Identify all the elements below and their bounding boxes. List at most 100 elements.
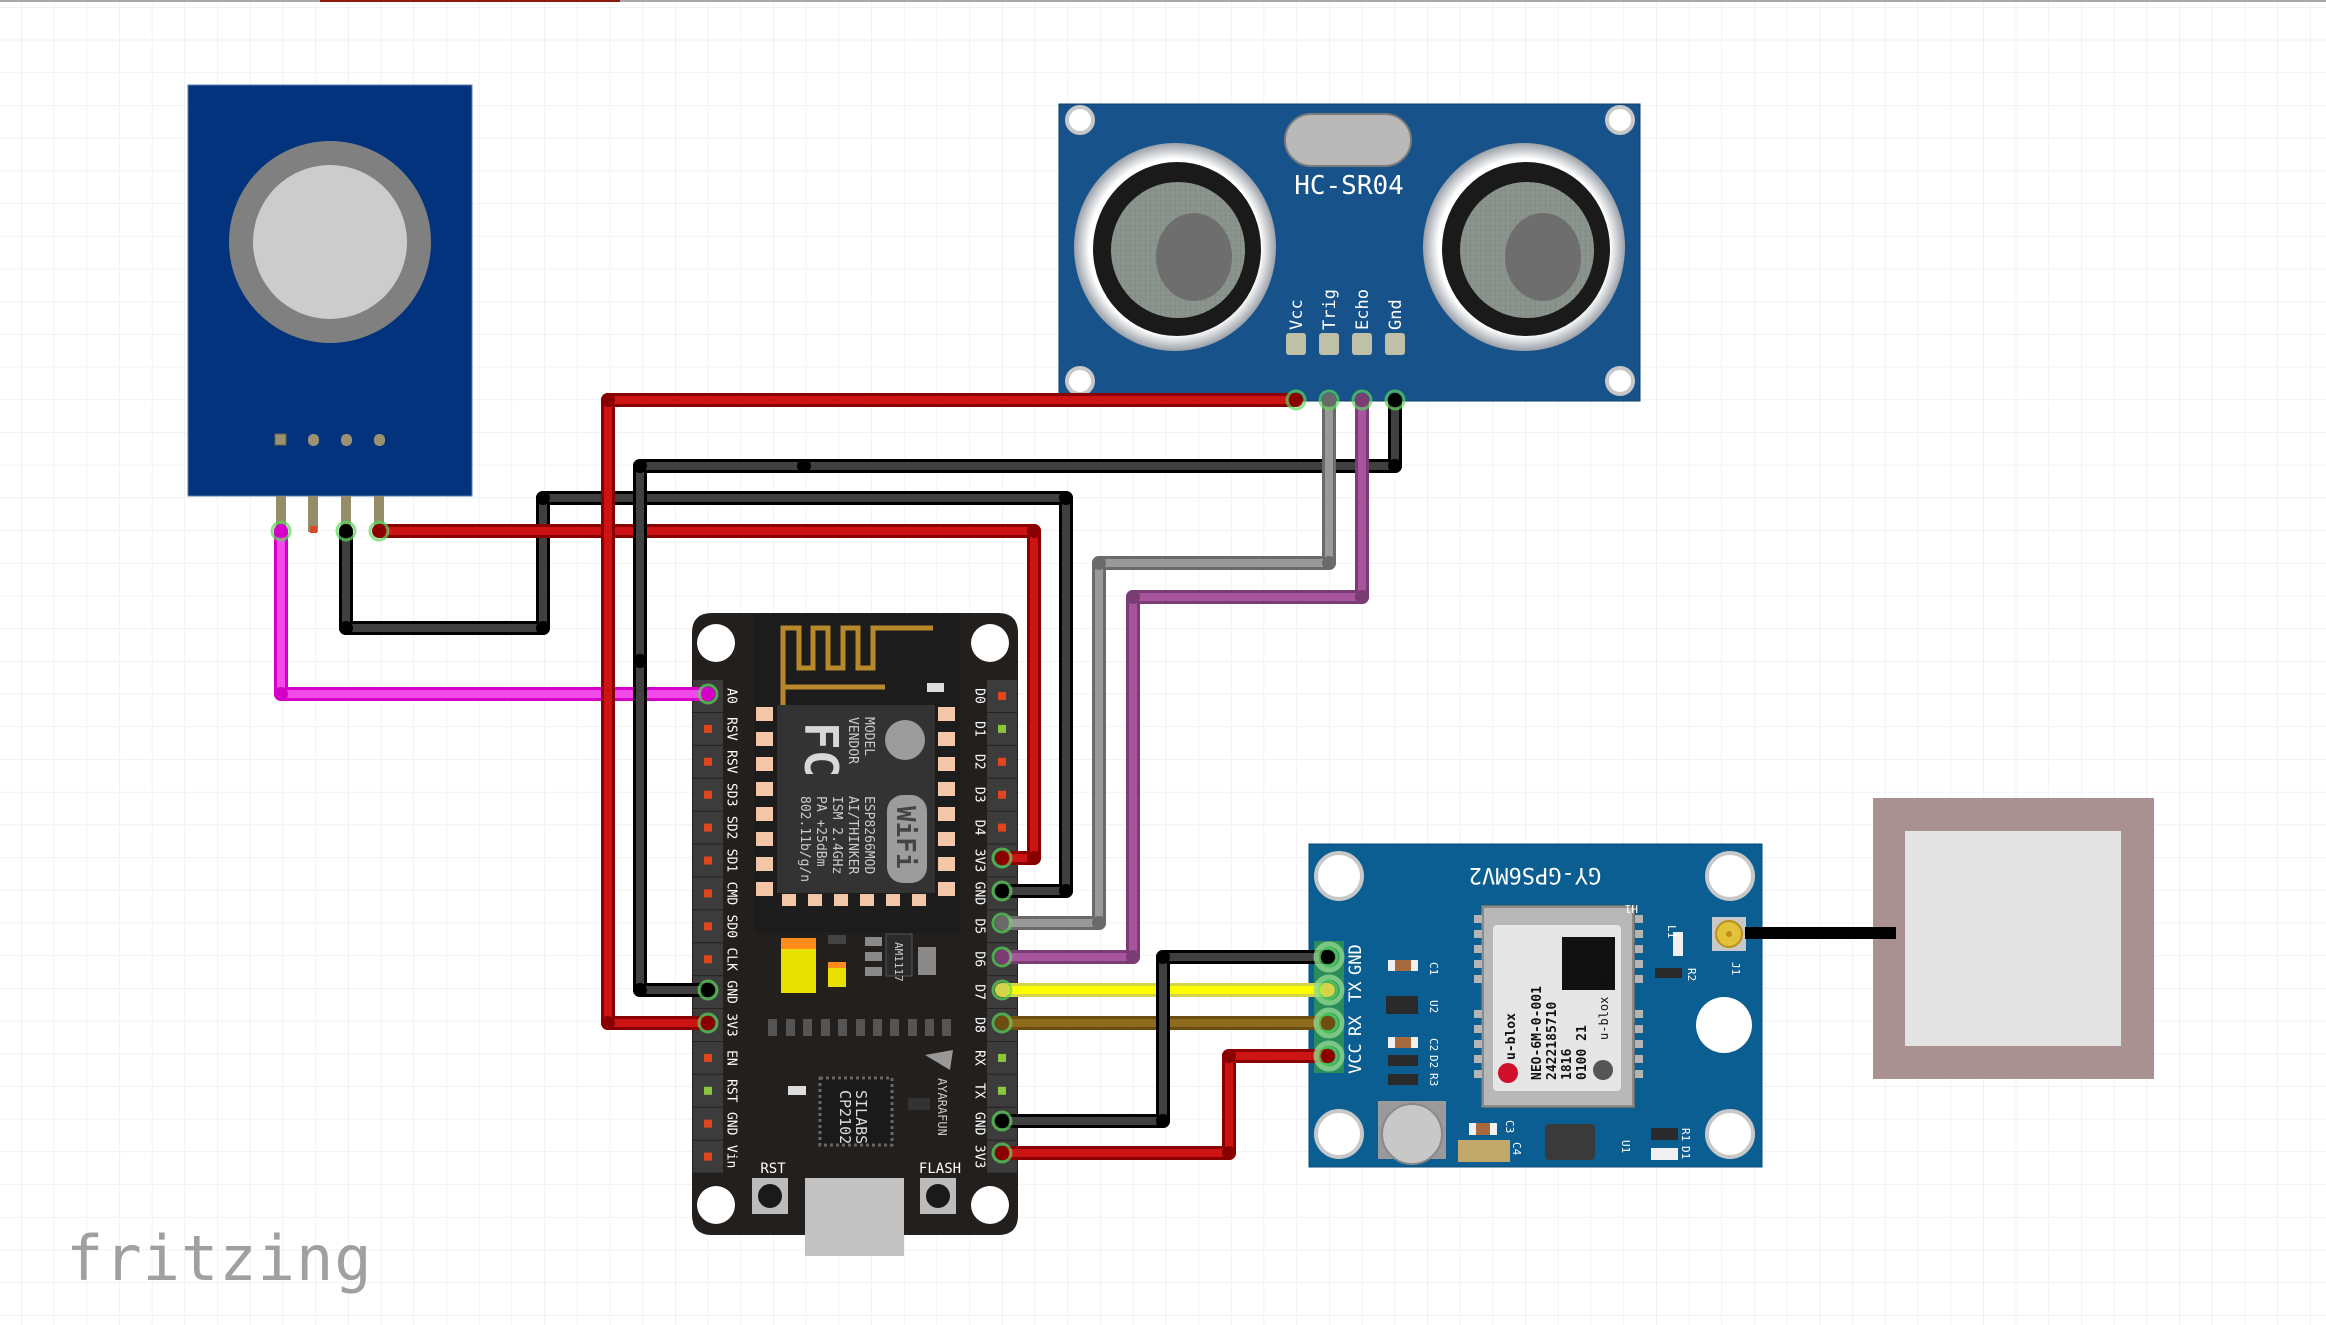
wire-gray[interactable] (991, 389, 1340, 934)
pin-pad-trig[interactable] (1319, 333, 1339, 355)
pin-label-gnd: Gnd (1386, 299, 1406, 330)
wire-red[interactable] (368, 520, 1041, 869)
wire-bendpoint[interactable] (536, 621, 550, 635)
header-pin[interactable] (704, 823, 712, 832)
wire-bendpoint[interactable] (601, 393, 615, 407)
pin-pad-gnd[interactable] (1385, 333, 1405, 355)
header-pin[interactable] (704, 889, 712, 898)
header-pin[interactable] (704, 955, 712, 964)
connector-endpoint[interactable] (697, 1012, 719, 1034)
wire-bendpoint[interactable] (536, 491, 550, 505)
header-pin[interactable] (704, 757, 712, 766)
module-text: u-blox AG (1597, 975, 1611, 1040)
pin-label: D3 (972, 787, 987, 803)
connector-endpoint[interactable] (991, 979, 1013, 1001)
nodemcu-board[interactable]: MODEL VENDOR ESP8266MOD AI/THINKER ISM 2… (692, 613, 1018, 1256)
pin-pad-echo[interactable] (1352, 333, 1372, 355)
sensor-pin-a0[interactable] (276, 496, 286, 532)
wire-bendpoint[interactable] (633, 459, 647, 473)
wire-bendpoint[interactable] (1092, 916, 1106, 930)
header-pin[interactable] (998, 757, 1006, 766)
wire-purple[interactable] (991, 389, 1373, 968)
header-pin[interactable] (704, 1053, 712, 1062)
connector-endpoint[interactable] (991, 1110, 1013, 1132)
header-pin[interactable] (704, 724, 712, 733)
connector-endpoint[interactable] (335, 520, 357, 542)
wire-bendpoint[interactable] (1126, 590, 1140, 604)
wire-black[interactable] (991, 946, 1339, 1132)
header-pin[interactable] (704, 1152, 712, 1161)
wire-bendpoint[interactable] (1126, 950, 1140, 964)
connector-endpoint[interactable] (1351, 389, 1373, 411)
wires[interactable] (270, 389, 1406, 1164)
connector-endpoint[interactable] (270, 520, 292, 542)
wire-bendpoint[interactable] (1092, 556, 1106, 570)
sensor-pin-vcc[interactable] (374, 496, 384, 532)
connector-endpoint[interactable] (1317, 946, 1339, 968)
header-pin[interactable] (998, 1086, 1006, 1095)
wire-bendpoint[interactable] (1059, 884, 1073, 898)
gps-pin-rx[interactable] (1313, 1007, 1345, 1039)
wire-bendpoint[interactable] (274, 687, 288, 701)
sensor-module[interactable] (187, 84, 473, 533)
wire-bendpoint[interactable] (1222, 1146, 1236, 1160)
wire-bendpoint[interactable] (1059, 491, 1073, 505)
connector-endpoint[interactable] (991, 847, 1013, 869)
connector-endpoint[interactable] (1317, 1012, 1339, 1034)
wire-bendpoint[interactable] (1388, 459, 1402, 473)
sensor-pin-gnd[interactable] (341, 496, 351, 532)
gps-pin-vcc[interactable] (1313, 1040, 1345, 1072)
header-pin[interactable] (998, 724, 1006, 733)
pin-pad-vcc[interactable] (1286, 333, 1306, 355)
gps-module[interactable]: GY-GPS6MV2 u-blox NEO-6M-0-001 242218571… (1308, 843, 1763, 1168)
wire-bendpoint[interactable] (1222, 1049, 1236, 1063)
wire-bendpoint[interactable] (633, 654, 647, 668)
header-pin[interactable] (998, 823, 1006, 832)
header-pin[interactable] (704, 1086, 712, 1095)
wire-bendpoint[interactable] (797, 459, 811, 473)
gps-pin-tx[interactable] (1313, 974, 1345, 1006)
wire-bendpoint[interactable] (601, 1016, 615, 1030)
header-pin[interactable] (704, 856, 712, 865)
wire-end (995, 1016, 1009, 1030)
connector-endpoint[interactable] (1318, 389, 1340, 411)
wire-black[interactable] (633, 389, 1406, 1001)
connector-endpoint[interactable] (991, 880, 1013, 902)
connector-endpoint[interactable] (368, 520, 390, 542)
connector-endpoint[interactable] (991, 1012, 1013, 1034)
sensor-pin-nc[interactable] (308, 496, 318, 532)
connector-endpoint[interactable] (1317, 979, 1339, 1001)
wire-bendpoint[interactable] (1027, 851, 1041, 865)
wire-bendpoint[interactable] (1156, 1114, 1170, 1128)
header-pin[interactable] (704, 790, 712, 799)
header-pin[interactable] (998, 1053, 1006, 1062)
connector-endpoint[interactable] (1317, 1045, 1339, 1067)
connector-endpoint[interactable] (991, 1142, 1013, 1164)
connector-endpoint[interactable] (1384, 389, 1406, 411)
connector-endpoint[interactable] (1285, 389, 1307, 411)
hcsr04-module[interactable]: HC-SR04 Vcc Trig Echo Gnd (1058, 103, 1641, 405)
header-pin[interactable] (704, 922, 712, 931)
wire-red[interactable] (991, 1045, 1339, 1164)
wire-bendpoint[interactable] (1027, 524, 1041, 538)
connector-endpoint[interactable] (991, 912, 1013, 934)
header-pin[interactable] (998, 692, 1006, 700)
gps-patch-antenna[interactable] (1873, 798, 2154, 1079)
wire-magenta[interactable] (270, 520, 719, 705)
header-pin[interactable] (998, 790, 1006, 799)
wire-red[interactable] (601, 389, 1307, 1034)
connector-endpoint[interactable] (697, 683, 719, 705)
wire-bendpoint[interactable] (1322, 556, 1336, 570)
gps-pin-gnd[interactable] (1313, 941, 1345, 973)
active-tab-indicator[interactable] (320, 0, 620, 2)
connector-endpoint[interactable] (991, 946, 1013, 968)
wire-bendpoint[interactable] (339, 621, 353, 635)
wire-bendpoint[interactable] (1156, 950, 1170, 964)
header-pin[interactable] (704, 1119, 712, 1128)
wire-black[interactable] (335, 491, 1073, 902)
connector-endpoint[interactable] (697, 979, 719, 1001)
wire-bendpoint[interactable] (1355, 590, 1369, 604)
gps-pin-label-gnd: GND (1346, 944, 1366, 975)
wire-bendpoint[interactable] (633, 983, 647, 997)
